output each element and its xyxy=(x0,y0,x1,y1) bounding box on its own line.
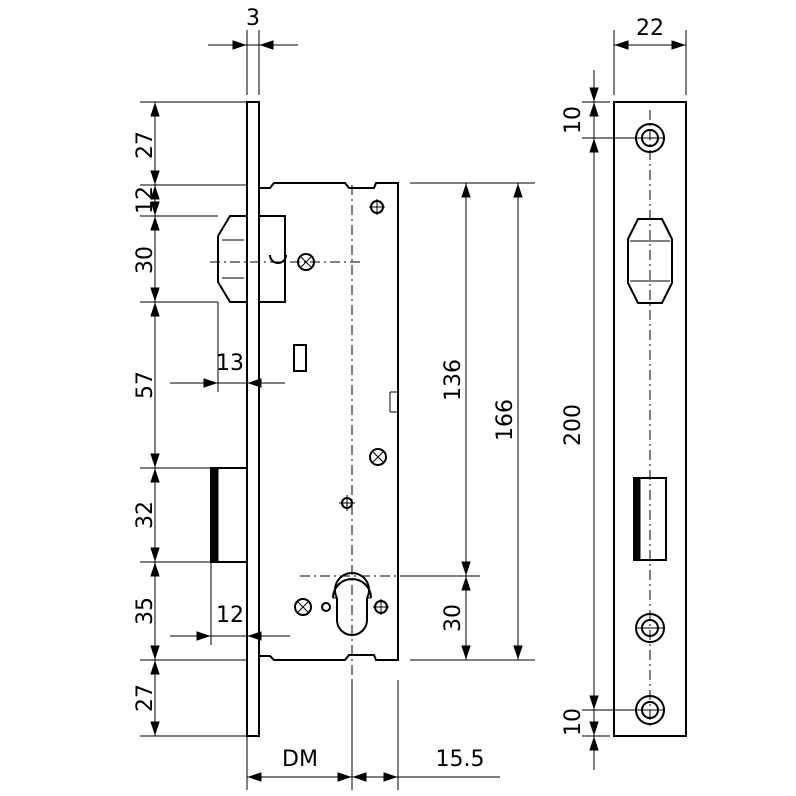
latch-projection-dimension xyxy=(170,302,285,392)
dim-top-offset: 27 xyxy=(133,131,158,159)
dim-backset: DM xyxy=(282,747,318,772)
dim-cylinder-to-back: 15.5 xyxy=(436,747,485,772)
top-body-screw xyxy=(369,199,385,215)
dim-total-height: 200 xyxy=(561,404,586,446)
cylinder-cutout xyxy=(300,572,410,636)
front-width-dimension xyxy=(613,30,687,95)
thickness-dimension xyxy=(208,30,298,95)
dim-bolt-height: 32 xyxy=(133,501,158,529)
dim-front-top-screw: 10 xyxy=(561,106,586,134)
dim-front-bottom-screw: 10 xyxy=(561,708,586,736)
dim-cylinder-below: 30 xyxy=(441,604,466,632)
dim-latch-to-bolt: 57 xyxy=(133,371,158,399)
cylinder-pin xyxy=(321,602,331,612)
right-dimension-chain xyxy=(410,182,535,661)
dead-bolt xyxy=(210,467,248,563)
side-faceplate xyxy=(246,101,260,737)
lock-body-case xyxy=(259,182,399,661)
dim-faceplate-thickness: 3 xyxy=(246,6,260,31)
latch-screw xyxy=(297,253,315,271)
front-faceplate xyxy=(613,101,687,737)
bolt-projection-dimension xyxy=(170,562,290,645)
dim-body-height: 166 xyxy=(493,399,518,441)
dim-body-top-offset: 12 xyxy=(133,186,158,214)
left-dimension-chain xyxy=(140,101,247,737)
cylinder-screw-left xyxy=(294,598,312,616)
middle-screw xyxy=(369,448,387,466)
dim-bolt-to-cylinder: 35 xyxy=(133,597,158,625)
dim-faceplate-width: 22 xyxy=(636,16,664,41)
dim-latch-height: 30 xyxy=(133,246,158,274)
front-height-dimension xyxy=(582,70,636,770)
dim-latch-projection: 13 xyxy=(216,351,244,376)
cylinder-screw-right xyxy=(373,599,389,615)
dim-bolt-projection: 12 xyxy=(216,603,244,628)
latch-bolt xyxy=(210,215,360,303)
dim-bottom-offset: 27 xyxy=(133,684,158,712)
follower-slot xyxy=(293,344,307,372)
small-screw xyxy=(339,495,355,511)
dim-hand-to-cylinder: 136 xyxy=(441,359,466,401)
bottom-dimension-chain xyxy=(246,680,500,790)
